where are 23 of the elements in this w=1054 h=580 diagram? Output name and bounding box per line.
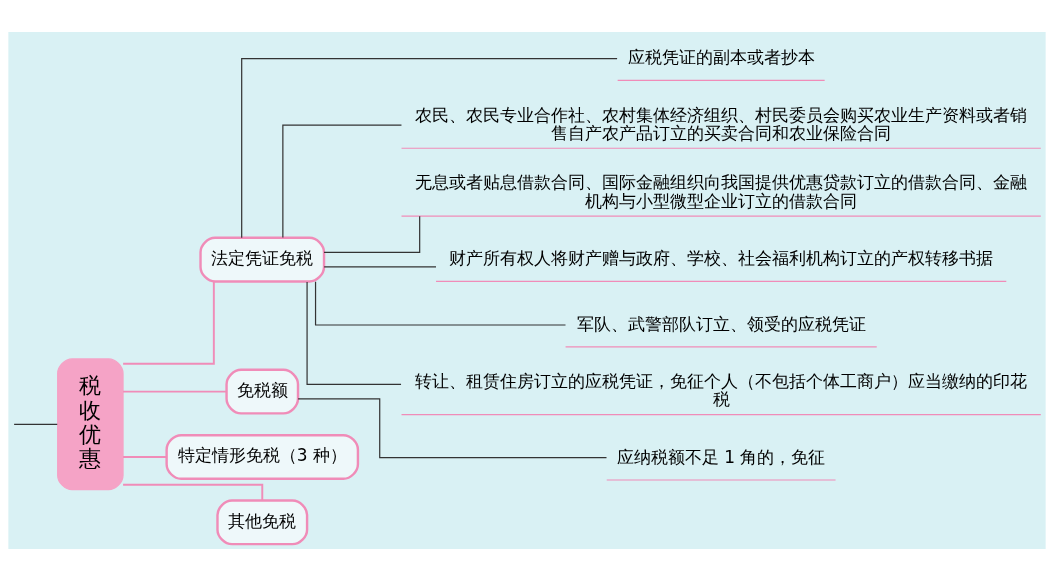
connector [13,423,58,425]
node-box: 特定情形免税（3 种） [165,433,360,480]
connector [306,280,402,385]
connector [122,280,215,365]
node-text: 应纳税额不足 1 角的，免征 [616,446,826,467]
node-text: 应税凭证的副本或者抄本 [627,46,815,67]
node-box: 免税额 [225,368,300,415]
node-box: 税收优惠 [57,357,124,490]
connector [122,390,228,393]
node-box: 法定凭证免税 [199,236,326,283]
node-text: 农民、农民专业合作社、农村集体经济组织、村民委员会购买农业生产资料或者销售自产农产品订立的买卖合同和农业保险合同 [415,104,1028,143]
connector [323,215,421,253]
node-text: 无息或者贴息借款合同、国际金融组织向我国提供优惠贷款订立的借款合同、金融机构与小型微型企业订立的借款合同 [415,171,1028,211]
connector [241,57,618,238]
connector [323,265,437,267]
node-text: 财产所有权人将财产赠与政府、学校、社会福利机构订立的产权转移书据 [449,247,994,268]
connector [314,280,567,326]
connector [282,124,403,238]
connector [297,397,608,458]
connector [122,455,168,458]
node-text: 军队、武警部队订立、领受的应税凭证 [576,312,866,333]
node-text: 转让、租赁住房订立的应税凭证，免征个人（不包括个体工商户）应当缴纳的印花税 [415,370,1028,409]
node-box: 其他免税 [216,498,309,545]
